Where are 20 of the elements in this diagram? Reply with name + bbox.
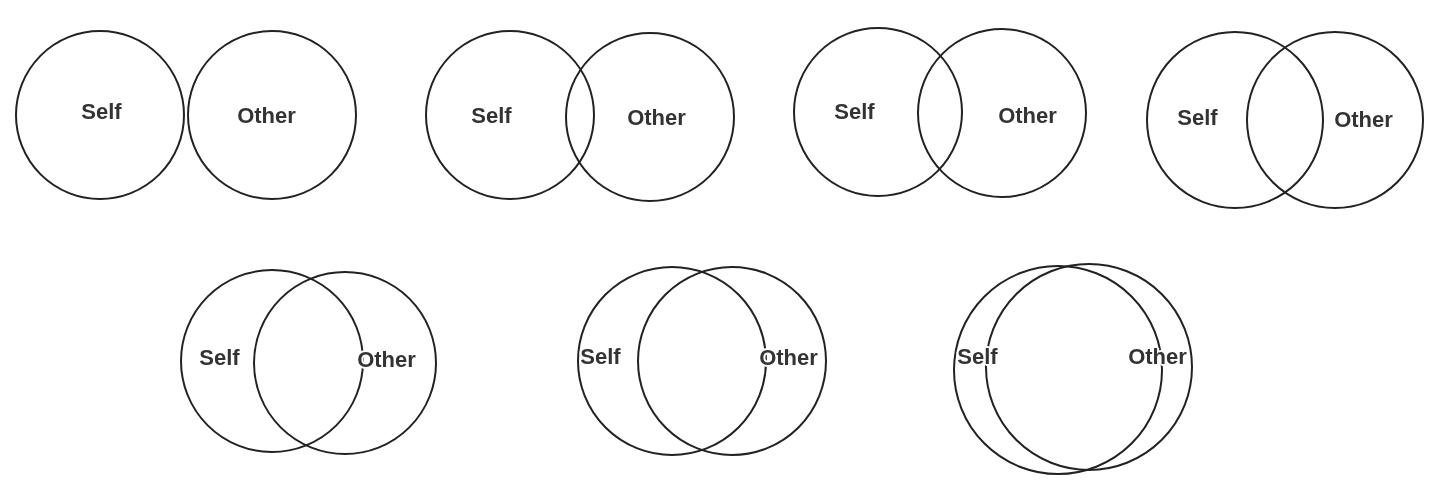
circle-label: Other — [627, 106, 686, 129]
circle-label: Self — [834, 100, 875, 123]
circle-label: Self — [1177, 106, 1218, 129]
venn-circle — [15, 30, 185, 200]
circle-label: Self — [471, 104, 512, 127]
venn-circle — [1146, 31, 1324, 209]
circle-label: Self — [81, 100, 122, 123]
circle-label: Other — [998, 104, 1057, 127]
circle-label: Other — [1334, 108, 1393, 131]
venn-circle — [917, 28, 1087, 198]
circle-label: Other — [237, 104, 296, 127]
venn-circle — [565, 32, 735, 202]
circle-label: Self — [199, 346, 240, 369]
venn-circle — [637, 266, 827, 456]
venn-circle — [187, 30, 357, 200]
venn-circle — [793, 27, 963, 197]
venn-circle — [1246, 31, 1424, 209]
circle-label: Self — [580, 345, 621, 368]
venn-circle — [253, 271, 437, 455]
venn-circle — [425, 30, 595, 200]
